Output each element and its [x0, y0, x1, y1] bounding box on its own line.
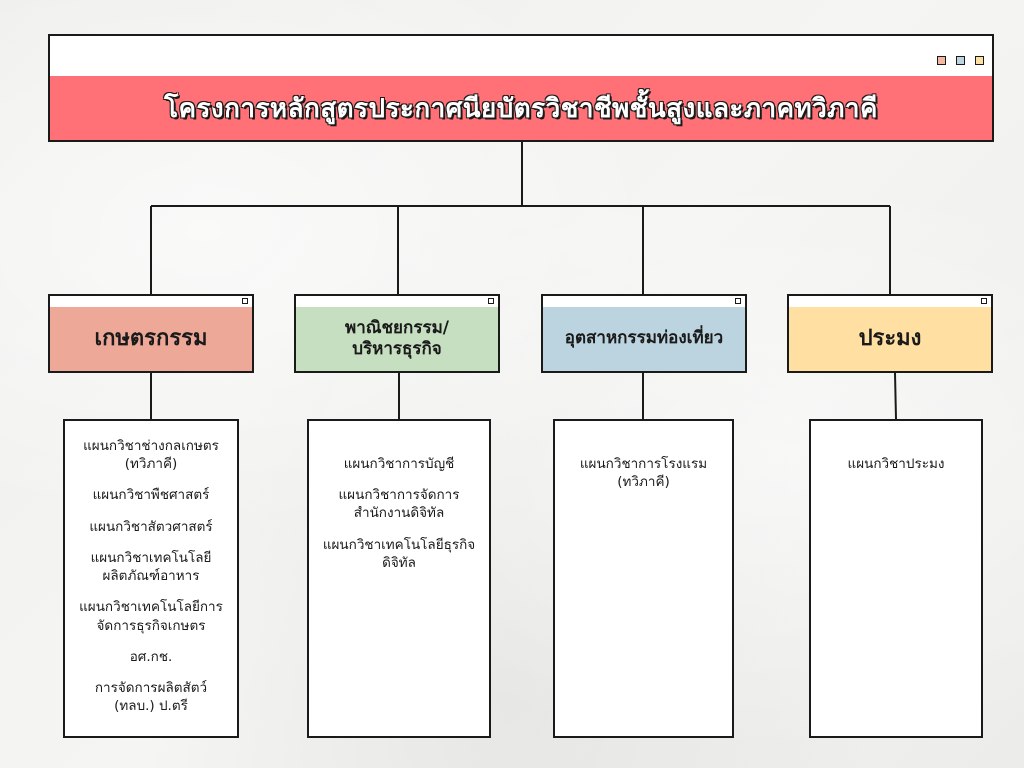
window-dot-blue-icon: [956, 56, 965, 65]
category-agriculture: เกษตรกรรม: [48, 294, 254, 373]
list-agriculture: แผนกวิชาช่างกลเกษตร (ทวิภาคี) แผนกวิชาพื…: [63, 419, 239, 738]
category-business: พาณิชยกรรม/ บริหารธุรกิจ: [294, 294, 500, 373]
list-business: แผนกวิชาการบัญชี แผนกวิชาการจัดการสำนักง…: [307, 419, 491, 738]
window-dot-yellow-icon: [975, 56, 984, 65]
list-tourism: แผนกวิชาการโรงแรม (ทวิภาคี): [553, 419, 734, 738]
list-item: แผนกวิชาการจัดการสำนักงานดิจิทัล: [338, 487, 460, 522]
list-item: แผนกวิชาสัตวศาสตร์: [89, 518, 213, 535]
window-dot-orange-icon: [937, 56, 946, 65]
list-fishery: แผนกวิชาประมง: [809, 419, 983, 738]
category-fishery: ประมง: [787, 294, 993, 373]
list-item: แผนกวิชาการโรงแรม (ทวิภาคี): [579, 456, 708, 491]
category-label: ประมง: [858, 326, 922, 352]
diagram-title: โครงการหลักสูตรประกาศนียบัตรวิชาชีพชั้นส…: [164, 93, 878, 124]
window-controls: [937, 56, 984, 65]
title-window: โครงการหลักสูตรประกาศนียบัตรวิชาชีพชั้นส…: [48, 34, 994, 142]
list-item: แผนกวิชาเทคโนโลยีผลิตภัณฑ์อาหาร: [90, 549, 212, 585]
title-banner: โครงการหลักสูตรประกาศนียบัตรวิชาชีพชั้นส…: [50, 76, 992, 140]
list-item: อศ.กช.: [129, 648, 173, 665]
category-label: พาณิชยกรรม/ บริหารธุรกิจ: [345, 317, 449, 359]
category-tourism: อุตสาหกรรมท่องเที่ยว: [541, 294, 747, 373]
connector-list-fishery: [894, 372, 897, 420]
list-item: แผนกวิชาประมง: [847, 456, 945, 472]
title-window-bar: [50, 36, 992, 78]
category-label: เกษตรกรรม: [94, 326, 208, 352]
window-square-icon: [488, 298, 494, 304]
list-item: แผนกวิชาพืชศาสตร์: [92, 487, 210, 504]
list-item: แผนกวิชาช่างกลเกษตร (ทวิภาคี): [83, 438, 219, 473]
list-item: แผนกวิชาเทคโนโลยีธุรกิจดิจิทัล: [322, 536, 476, 571]
list-item: การจัดการผลิตสัตว์ (ทลบ.) ป.ตรี: [94, 679, 208, 715]
window-square-icon: [735, 298, 741, 304]
list-item: แผนกวิชาเทคโนโลยีการจัดการธุรกิจเกษตร: [79, 599, 223, 634]
category-label: อุตสาหกรรมท่องเที่ยว: [564, 328, 724, 349]
window-square-icon: [242, 298, 248, 304]
window-square-icon: [981, 298, 987, 304]
list-item: แผนกวิชาการบัญชี: [343, 456, 455, 472]
